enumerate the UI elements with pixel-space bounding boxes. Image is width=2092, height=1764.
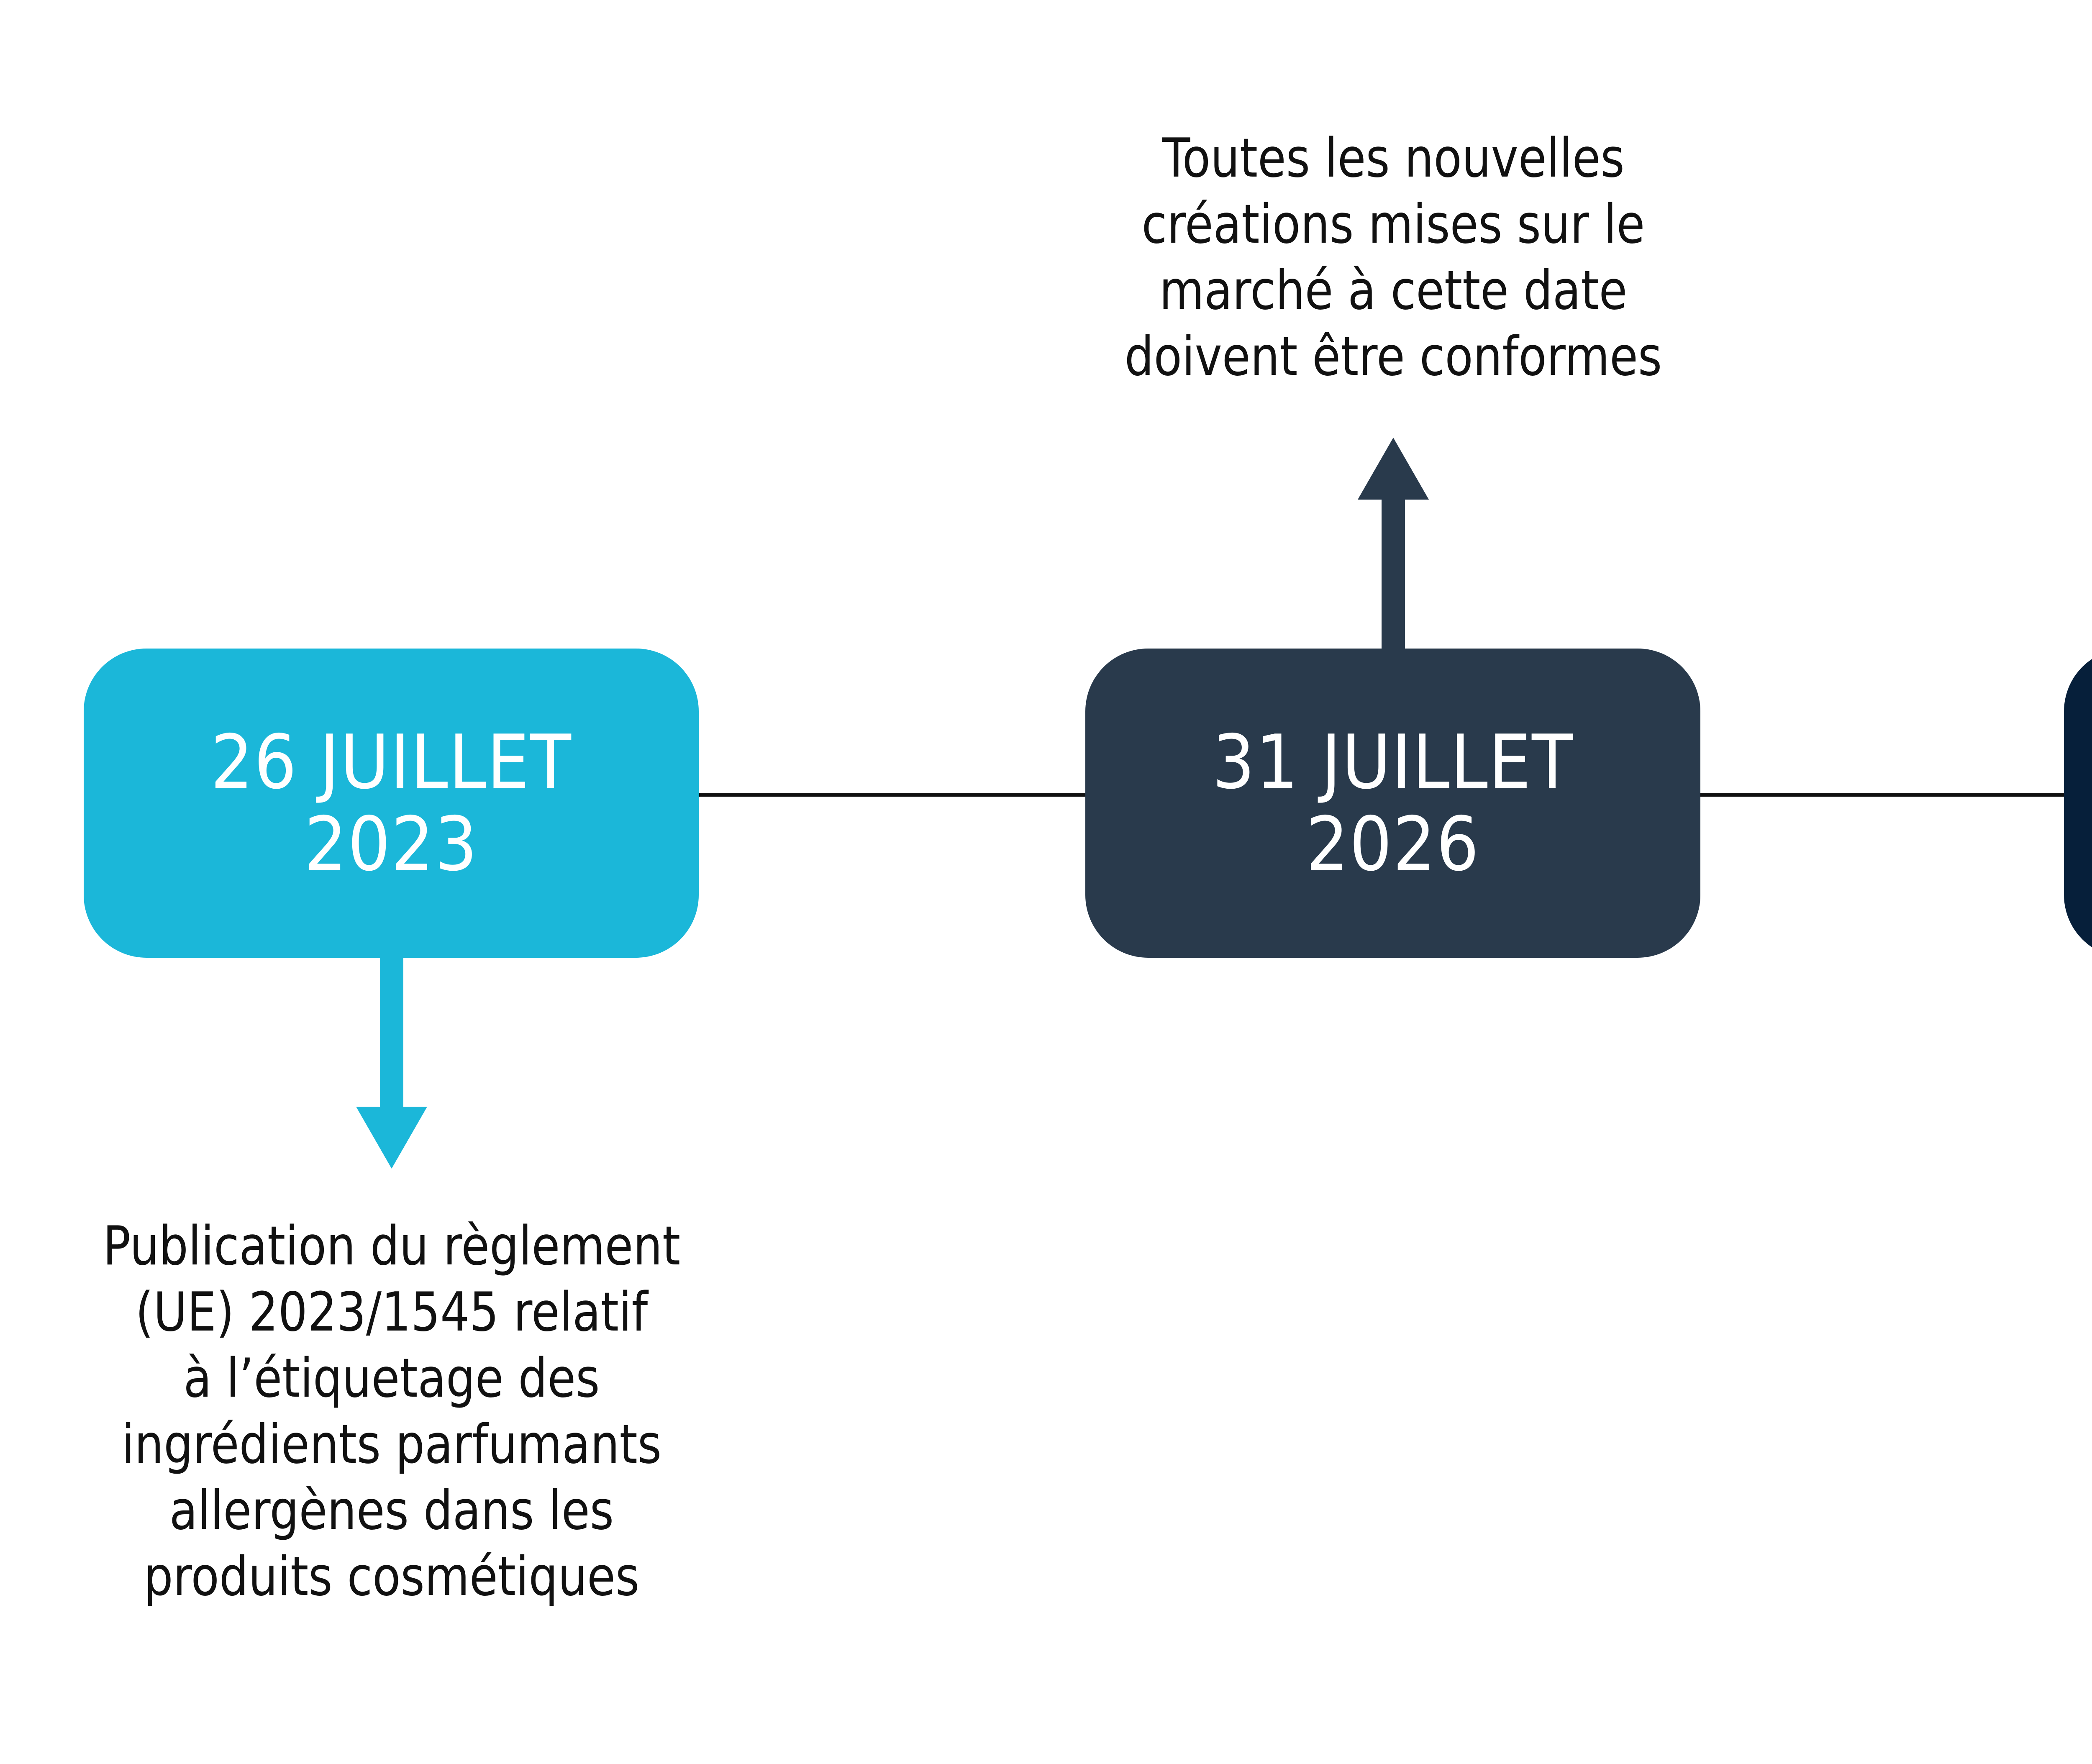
milestone-2026-description: Toutes les nouvelles créations mises sur… [1124, 127, 1662, 388]
milestone-2023-year: 2023 [304, 800, 478, 887]
arrow-up-icon [1382, 498, 1405, 649]
milestone-2023-box: 26 JUILLET 2023 [84, 649, 699, 958]
milestone-2023-description: Publication du règlement (UE) 2023/1545 … [103, 1215, 681, 1608]
arrow-down-icon [380, 958, 403, 1108]
arrow-down-head-icon [356, 1107, 427, 1169]
milestone-2023-date: 26 JUILLET [210, 718, 572, 805]
milestone-2026-year: 2026 [1306, 800, 1480, 887]
milestone-2026-date: 31 JUILLET [1212, 718, 1574, 805]
milestone-2026-box: 31 JUILLET 2026 [1085, 649, 1700, 958]
milestone-2028-box: 31 JUILLET 2028 [2064, 649, 2092, 958]
arrow-up-head-icon [1358, 438, 1429, 500]
milestone-2028-description: Retrait du marché des produits non confo… [2012, 1213, 2092, 1412]
timeline-connector-2 [1700, 793, 2064, 797]
timeline-connector-1 [699, 793, 1085, 797]
